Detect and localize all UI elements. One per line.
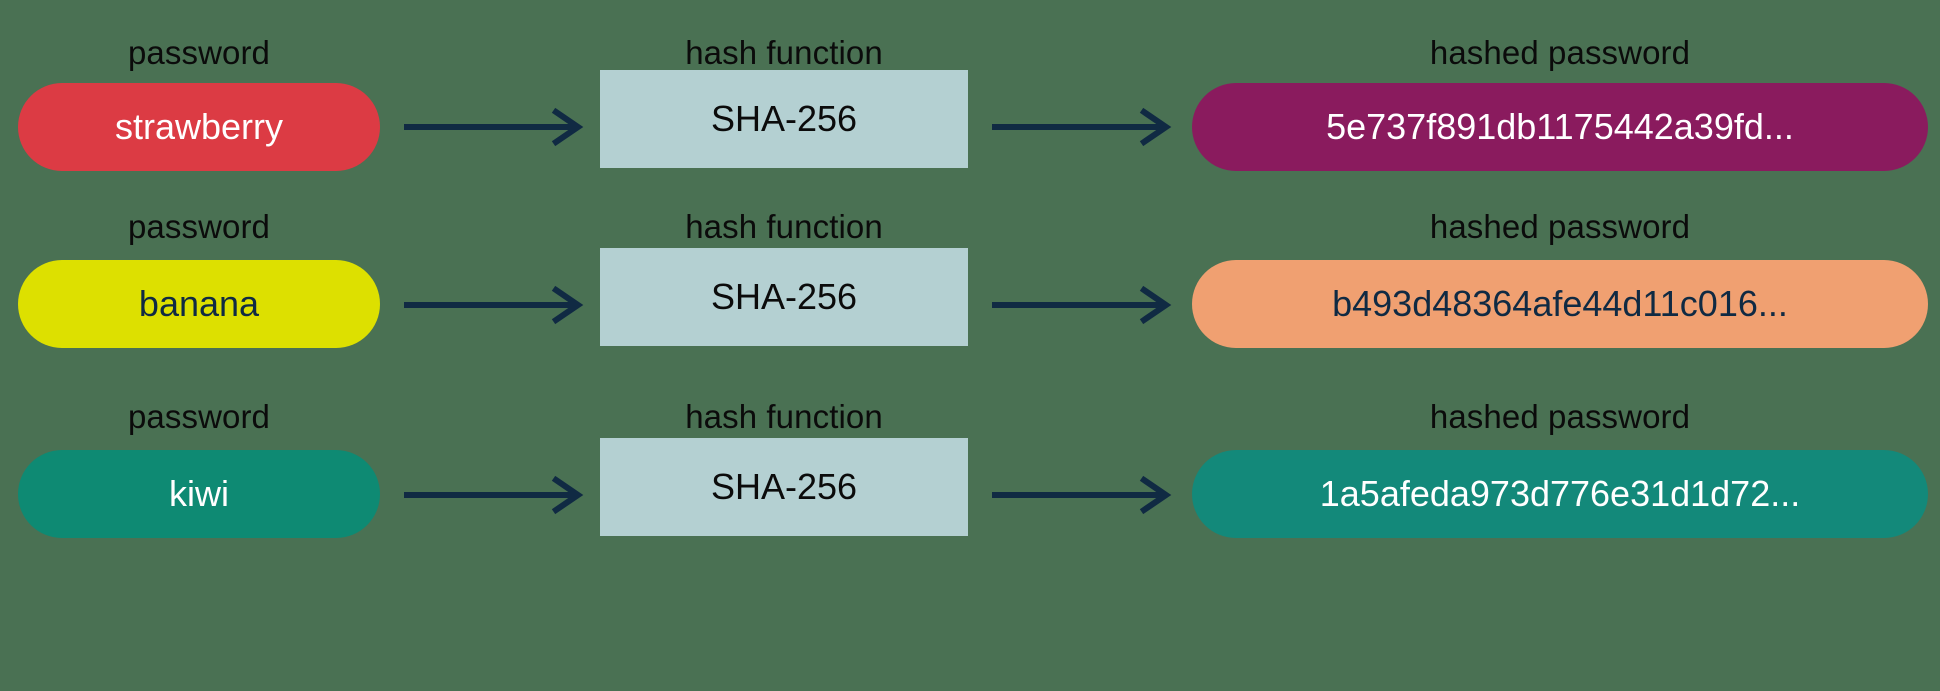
password-column-caption: password <box>127 208 271 245</box>
arrow-function-to-hash <box>992 285 1174 325</box>
hashed-password-pill: 1a5afeda973d776e31d1d72... <box>1192 450 1928 538</box>
hash-function-value: SHA-256 <box>710 98 858 139</box>
hashed-password-pill: 5e737f891db1175442a39fd... <box>1192 83 1928 171</box>
hashed-password-column-caption: hashed password <box>1429 208 1691 245</box>
hash-row: password banana hash function SHA-256 ha… <box>0 180 1940 360</box>
arrow-password-to-function <box>404 107 586 147</box>
hash-row: password kiwi hash function SHA-256 hash… <box>0 360 1940 540</box>
hashed-password-value: b493d48364afe44d11c016... <box>1332 283 1788 324</box>
password-value: kiwi <box>169 473 229 514</box>
password-column-caption: password <box>127 398 271 435</box>
arrow-password-to-function <box>404 285 586 325</box>
hash-function-column-caption: hash function <box>685 398 883 435</box>
arrow-function-to-hash <box>992 107 1174 147</box>
hashed-password-column-caption: hashed password <box>1429 34 1691 71</box>
hash-function-column-caption: hash function <box>685 208 883 245</box>
arrow-password-to-function <box>404 475 586 515</box>
hash-row: password strawberry hash function SHA-25… <box>0 0 1940 180</box>
password-value: banana <box>138 283 260 324</box>
arrow-function-to-hash <box>992 475 1174 515</box>
hash-function-column-caption: hash function <box>685 34 883 71</box>
hashed-password-pill: b493d48364afe44d11c016... <box>1192 260 1928 348</box>
password-pill: banana <box>18 260 380 348</box>
hash-function-box: SHA-256 <box>600 438 968 536</box>
password-pill: strawberry <box>18 83 380 171</box>
hash-function-value: SHA-256 <box>710 276 858 317</box>
hash-function-box: SHA-256 <box>600 248 968 346</box>
password-pill: kiwi <box>18 450 380 538</box>
hash-function-value: SHA-256 <box>710 466 858 507</box>
hashed-password-value: 1a5afeda973d776e31d1d72... <box>1319 473 1801 514</box>
password-value: strawberry <box>114 106 284 147</box>
password-column-caption: password <box>127 34 271 71</box>
hashed-password-value: 5e737f891db1175442a39fd... <box>1326 106 1794 147</box>
hashed-password-column-caption: hashed password <box>1429 398 1691 435</box>
hash-function-box: SHA-256 <box>600 70 968 168</box>
